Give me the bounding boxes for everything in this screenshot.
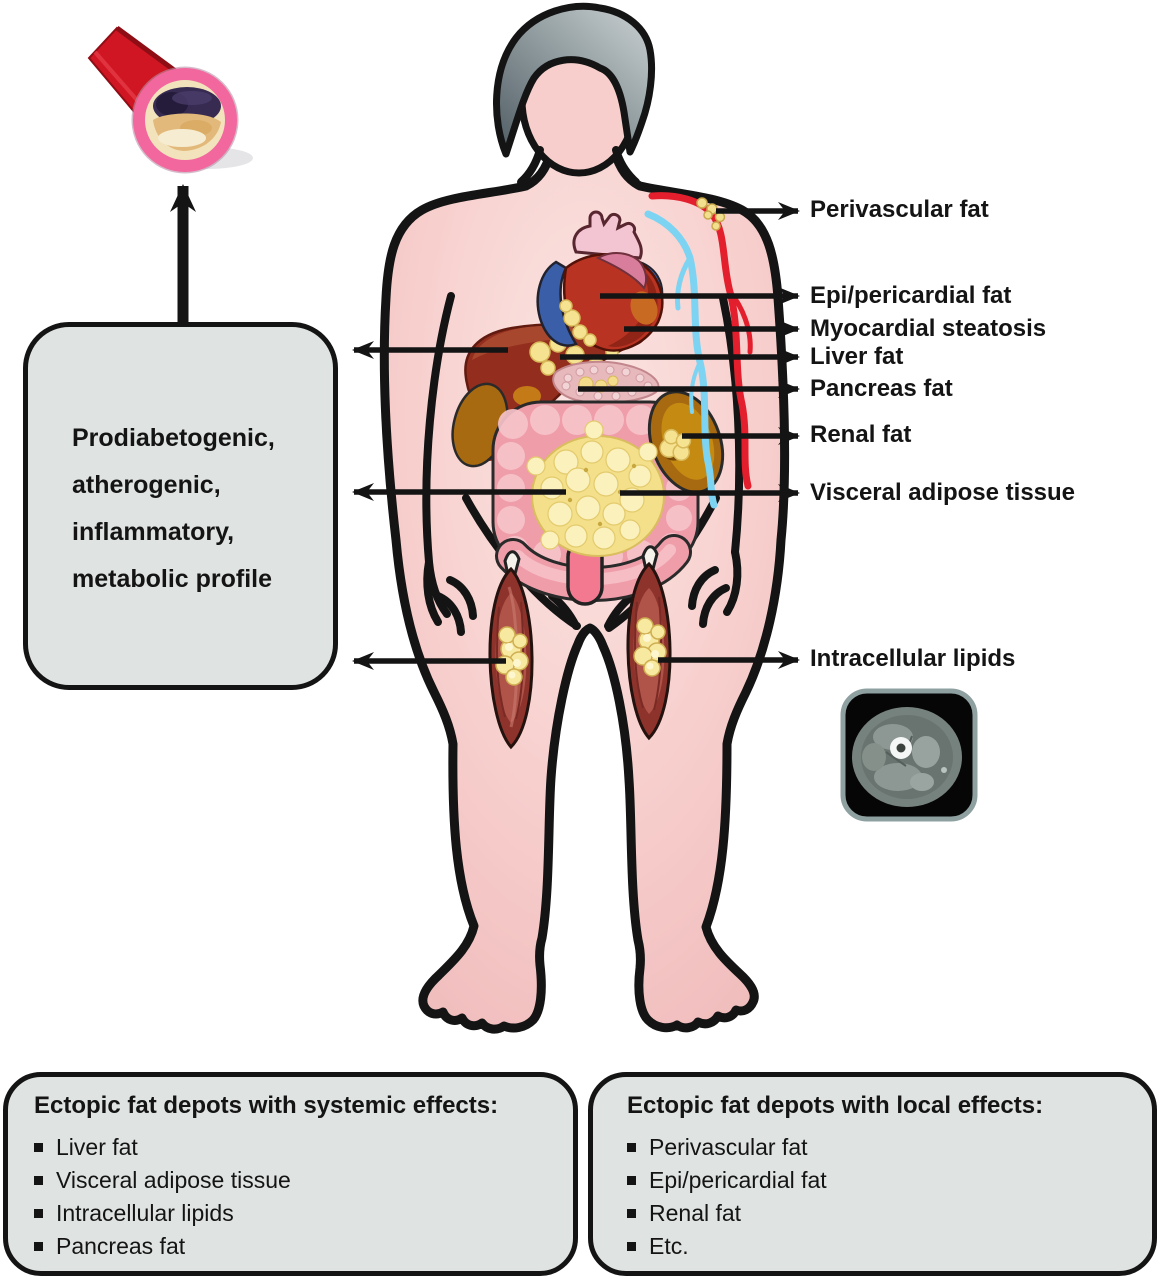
bullet-icon	[627, 1176, 636, 1185]
perivascular-fat-deposit	[696, 197, 726, 231]
right-thigh-muscle	[626, 545, 672, 741]
list-item-label: Epi/pericardial fat	[649, 1167, 827, 1193]
list-item-label: Perivascular fat	[649, 1134, 808, 1160]
list-item-label: Renal fat	[649, 1200, 742, 1226]
local-effects-list: Perivascular fat Epi/pericardial fat Ren…	[627, 1131, 1142, 1263]
list-item: Perivascular fat	[627, 1131, 1142, 1164]
bullet-icon	[627, 1143, 636, 1152]
list-item-label: Etc.	[649, 1233, 689, 1259]
ct-scan-thumbnail	[840, 688, 978, 822]
local-effects-title: Ectopic fat depots with local effects:	[627, 1092, 1044, 1119]
body-illustration	[379, 2, 790, 1034]
hair	[493, 2, 656, 158]
atherosclerotic-vessel-icon	[87, 25, 253, 174]
bullet-icon	[34, 1242, 43, 1251]
local-effects-box: Ectopic fat depots with local effects: P…	[588, 1072, 1157, 1276]
label-renal-fat: Renal fat	[810, 421, 912, 448]
profile-line: atherogenic,	[72, 471, 221, 499]
label-pancreas-fat: Pancreas fat	[810, 375, 953, 402]
profile-line: inflammatory,	[72, 518, 235, 546]
systemic-effects-title: Ectopic fat depots with systemic effects…	[34, 1092, 499, 1119]
metabolic-profile-box: Prodiabetogenic, atherogenic, inflammato…	[23, 322, 338, 690]
profile-line: metabolic profile	[72, 565, 273, 593]
list-item-label: Visceral adipose tissue	[56, 1167, 291, 1193]
label-visceral-adipose-tissue: Visceral adipose tissue	[810, 479, 1076, 506]
bullet-icon	[34, 1143, 43, 1152]
label-epi-pericardial-fat: Epi/pericardial fat	[810, 282, 1012, 309]
body-contour-lines	[422, 146, 744, 636]
metabolic-profile-text: Prodiabetogenic, atherogenic, inflammato…	[72, 415, 275, 603]
list-item: Liver fat	[34, 1131, 563, 1164]
label-liver-fat: Liver fat	[810, 343, 904, 370]
list-item-label: Liver fat	[56, 1134, 138, 1160]
left-thigh-muscle	[488, 550, 534, 750]
list-item: Visceral adipose tissue	[34, 1164, 563, 1197]
list-item-label: Intracellular lipids	[56, 1200, 234, 1226]
list-item: Etc.	[627, 1230, 1142, 1263]
list-item-label: Pancreas fat	[56, 1233, 186, 1259]
list-item: Intracellular lipids	[34, 1197, 563, 1230]
bullet-icon	[34, 1176, 43, 1185]
arrows	[170, 184, 800, 670]
list-item: Pancreas fat	[34, 1230, 563, 1263]
bullet-icon	[34, 1209, 43, 1218]
label-perivascular-fat: Perivascular fat	[810, 196, 989, 223]
list-item: Epi/pericardial fat	[627, 1164, 1142, 1197]
bullet-icon	[627, 1209, 636, 1218]
bullet-icon	[627, 1242, 636, 1251]
label-myocardial-steatosis: Myocardial steatosis	[810, 315, 1047, 342]
label-intracellular-lipids: Intracellular lipids	[810, 645, 1016, 672]
systemic-effects-box: Ectopic fat depots with systemic effects…	[3, 1072, 578, 1276]
systemic-effects-list: Liver fat Visceral adipose tissue Intrac…	[34, 1131, 563, 1263]
profile-line: Prodiabetogenic,	[72, 424, 275, 452]
list-item: Renal fat	[627, 1197, 1142, 1230]
